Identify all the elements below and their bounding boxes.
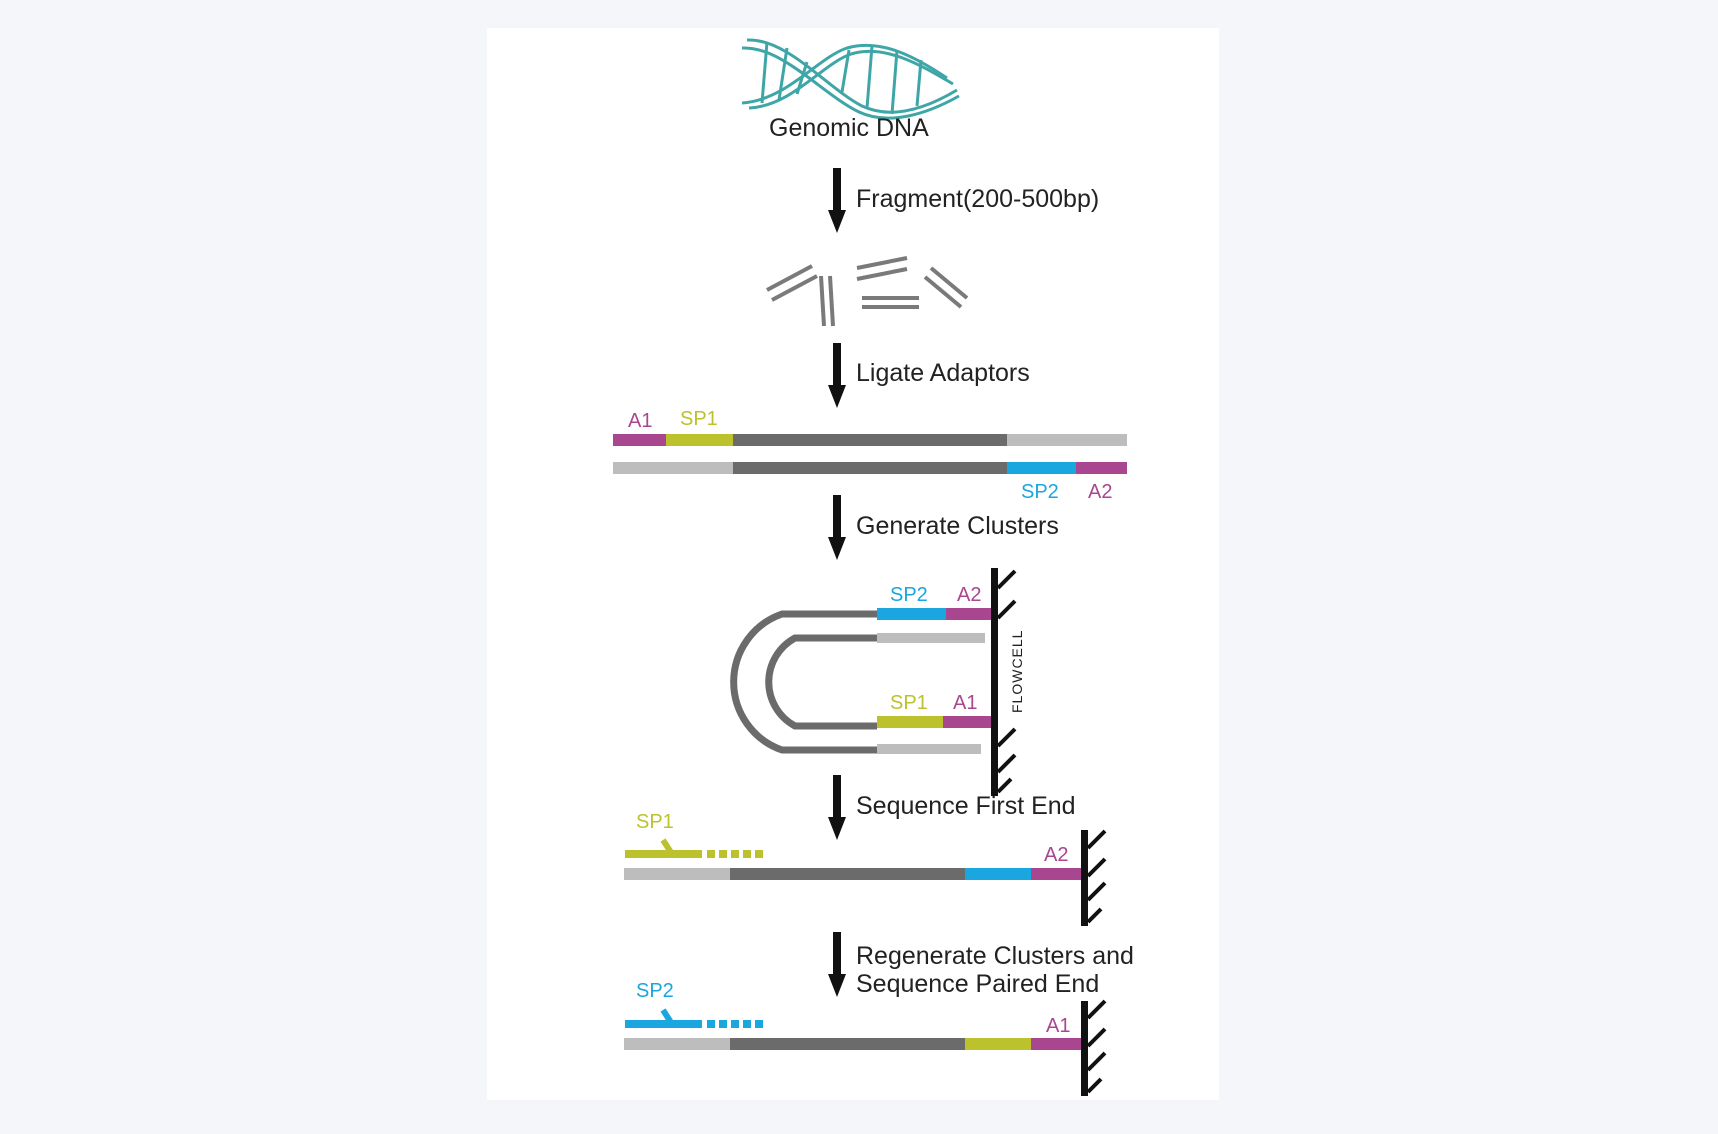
arrow-fragment — [828, 168, 846, 233]
paired-end-label-sp2: SP2 — [636, 980, 674, 1002]
first-end-flowcell — [1081, 830, 1088, 926]
first-end-label-sp1: SP1 — [636, 811, 674, 833]
step-generate-label: Generate Clusters — [856, 512, 1059, 540]
bridge-a2 — [946, 608, 991, 620]
flowcell-label: FLOWCELL — [1009, 630, 1025, 713]
bridge-label-a2: A2 — [957, 584, 981, 606]
first-end-a2 — [1031, 868, 1081, 880]
step-first-end-label: Sequence First End — [856, 792, 1076, 820]
dna-helix-icon — [741, 38, 960, 120]
adaptor-ligated-fragment — [613, 434, 1127, 474]
figure-panel: Genomic DNA Fragment(200-500bp) Ligate A… — [487, 28, 1219, 1100]
bridge-label-sp2: SP2 — [890, 584, 928, 606]
step-paired-end-line1: Regenerate Clusters and — [856, 942, 1134, 970]
backbone-bottom — [613, 462, 733, 474]
paired-end-read — [624, 999, 1107, 1096]
label-sp1: SP1 — [680, 408, 718, 430]
insert-bottom — [733, 462, 1007, 474]
step-fragment-label: Fragment(200-500bp) — [856, 185, 1099, 213]
paired-end-backbone — [624, 1038, 730, 1050]
flowcell-wall — [991, 568, 1017, 796]
arrow-first-end — [828, 775, 846, 840]
a1-adaptor — [613, 434, 666, 446]
arrow-paired-end — [828, 932, 846, 997]
insert-top — [733, 434, 1007, 446]
a2-adaptor — [1076, 462, 1127, 474]
bridge-label-a1: A1 — [953, 692, 977, 714]
first-end-label-a2: A2 — [1044, 844, 1068, 866]
bridge-a1 — [943, 716, 991, 728]
label-a1: A1 — [628, 410, 652, 432]
arrow-generate — [828, 495, 846, 560]
arrow-ligate — [828, 343, 846, 408]
label-sp2: SP2 — [1021, 481, 1059, 503]
paired-end-a1 — [1031, 1038, 1081, 1050]
genomic-dna-title: Genomic DNA — [769, 114, 929, 142]
label-a2: A2 — [1088, 481, 1112, 503]
first-end-sp2 — [965, 868, 1031, 880]
first-end-insert — [730, 868, 965, 880]
bridge-backbone-2 — [877, 744, 981, 754]
bridge-outer-strand — [730, 610, 877, 754]
cluster-bridge — [730, 608, 991, 754]
bridge-sp2 — [877, 608, 946, 620]
first-end-read — [624, 829, 1107, 926]
workflow-diagram: Genomic DNA Fragment(200-500bp) Ligate A… — [613, 38, 1134, 1096]
paired-end-flowcell — [1081, 1001, 1088, 1096]
sp2-adaptor — [1007, 462, 1076, 474]
paired-end-label-a1: A1 — [1046, 1015, 1070, 1037]
step-paired-end-line2: Sequence Paired End — [856, 970, 1099, 998]
backbone-top — [1007, 434, 1127, 446]
paired-end-sp1 — [965, 1038, 1031, 1050]
sp1-adaptor — [666, 434, 733, 446]
step-ligate-label: Ligate Adaptors — [856, 359, 1030, 387]
bridge-backbone-1 — [877, 633, 985, 643]
paired-end-insert — [730, 1038, 965, 1050]
bridge-label-sp1: SP1 — [890, 692, 928, 714]
bridge-sp1 — [877, 716, 943, 728]
first-end-backbone — [624, 868, 730, 880]
dna-fragments — [766, 256, 969, 327]
bridge-inner-strand — [765, 634, 877, 730]
